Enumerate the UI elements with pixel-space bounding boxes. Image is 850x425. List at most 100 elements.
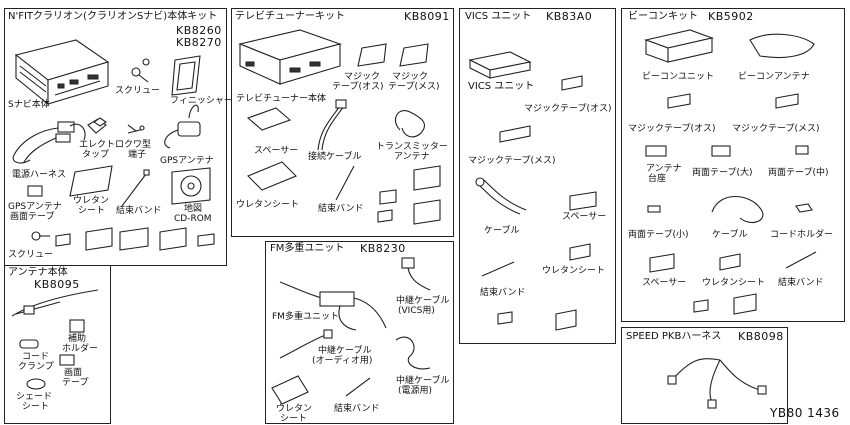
vics-unit-drawing [468,51,532,79]
tv-urethane-drawing [247,161,297,191]
speed-harness-panel [621,327,788,424]
power-harness-drawing [12,121,86,164]
beacon-code: KB5902 [708,10,754,23]
label-shade-2: シート [22,402,50,412]
label-electro-tap-2: タップ [82,150,110,160]
label-transmitter-2: アンテナ [394,152,430,162]
electro-tap-drawing [87,117,107,134]
label-kuwa: クワ型 [124,140,152,150]
beacon-antenna-drawing [749,33,815,59]
label-relay-power-2: (電源用) [398,386,433,396]
label-screw-2: スクリュー [8,250,54,260]
antenna-title: アンテナ本体 [8,267,68,278]
tv-misc-drawing [377,165,441,225]
label-map: 地図 [184,204,203,214]
label-tape-small: 両面テープ(小) [628,230,689,240]
label-tv-magic-male: マジック [344,72,381,82]
vics-code: KB83A0 [546,10,593,23]
vics-urethane-drawing [569,243,591,261]
label-relay-power: 中継ケーブル [396,376,450,386]
gps-antenna-drawing [164,104,201,149]
label-gps-tape-2: 画面テープ [10,212,55,222]
label-beacon-urethane: ウレタンシート [702,278,766,288]
label-beacon-band: 結束バンド [778,278,824,288]
tv-magic-tapes-drawing [357,43,429,67]
label-tape-2: テープ [62,378,89,388]
label-beacon-unit: ビーコンユニット [642,72,715,82]
tv-title: テレビチューナーキット [235,11,345,22]
label-tv-magic-female: マジック [392,72,429,82]
urethane-sheet-drawing [69,165,113,197]
label-urethane-2: シート [78,206,106,216]
vics-tapes-drawing [499,75,583,143]
label-kuwa-2: 端子 [128,150,147,160]
speed-title: SPEED PKBハーネス [626,331,722,342]
vics-misc-drawing [497,309,577,331]
label-relay-vics: 中継ケーブル [396,296,450,306]
label-beacon-magic-male: マジックテープ(オス) [628,124,716,134]
label-tv-urethane: ウレタンシート [236,200,300,210]
cdrom-drawing [171,167,211,205]
gps-tape-drawing [27,185,43,197]
tv-tuner-drawing [238,29,342,85]
band-drawing [121,169,150,207]
label-fm-urethane: ウレタン [276,404,313,414]
label-beacon-base: アンテナ [646,164,682,174]
label-aux-2: ホルダー [62,344,99,354]
nfit-code-1: KB8260 [176,24,222,37]
fm-unit-panel [265,241,454,424]
label-beacon-base-2: 台座 [648,174,667,184]
vics-cable-drawing [475,177,527,215]
beacon-tapes-drawing [667,93,799,109]
label-tv-band: 結束バンド [318,204,364,214]
label-relay-audio: 中継ケーブル [318,346,372,356]
label-holder: コードホルダー [770,230,834,240]
label-fm-urethane-2: シート [280,414,308,424]
beacon-cable-drawing [711,196,764,223]
beacon-spacer-drawing [649,253,675,273]
tv-cable-drawing [317,99,347,151]
label-vics-magic-female: マジックテープ(メス) [468,156,556,166]
vics-band-drawing [481,261,515,277]
label-vics-cable: ケーブル [484,226,520,236]
tv-band-drawing [335,165,355,201]
beacon-urethane-drawing [719,253,741,271]
label-vics-unit: VICS ユニット [468,81,535,92]
label-band: 結束バンド [116,206,162,216]
beacon-base-drawing [645,145,809,157]
tv-spacer-drawing [246,107,292,131]
fm-code: KB8230 [360,242,406,255]
label-beacon-cable: ケーブル [712,230,748,240]
label-tv-spacer: スペーサー [254,146,299,156]
label-cdrom: CD-ROM [174,214,212,224]
beacon-small-tape-drawing [647,205,661,213]
nfit-code-2: KB8270 [176,36,222,49]
kuwa-terminal-drawing [127,124,145,134]
label-tv-cable: 接続ケーブル [308,152,362,162]
label-tuner: テレビチューナー本体 [236,94,327,104]
label-tv-magic-male-2: テープ(オス) [332,82,384,92]
misc-tapes-drawing [55,227,215,251]
s-navi-unit-drawing [14,39,110,106]
beacon-kit-panel [621,8,845,322]
label-screw: スクリュー [115,86,161,96]
beacon-title: ビーコンキット [628,11,698,22]
fm-urethane-drawing [271,375,309,405]
label-beacon-magic-female: マジックテープ(メス) [732,124,820,134]
label-vics-spacer: スペーサー [562,212,607,222]
label-finisher: フィニッシャー [170,96,233,106]
footer-code: YB80 1436 [770,406,840,420]
label-tape: 画面 [64,368,83,378]
label-gps-tape: GPSアンテナ [8,202,62,212]
finisher-drawing [171,55,201,96]
label-beacon-spacer: スペーサー [642,278,687,288]
speed-code: KB8098 [738,330,784,343]
vics-unit-panel [459,8,616,344]
label-vics-band: 結束バンド [480,288,526,298]
label-s-navi: Sナビ本体 [8,100,50,110]
label-clamp: コード [22,352,50,362]
tv-tuner-kit-panel [231,8,454,237]
label-relay-audio-2: (オーディオ用) [312,356,373,366]
label-fm-band: 結束バンド [334,404,380,414]
